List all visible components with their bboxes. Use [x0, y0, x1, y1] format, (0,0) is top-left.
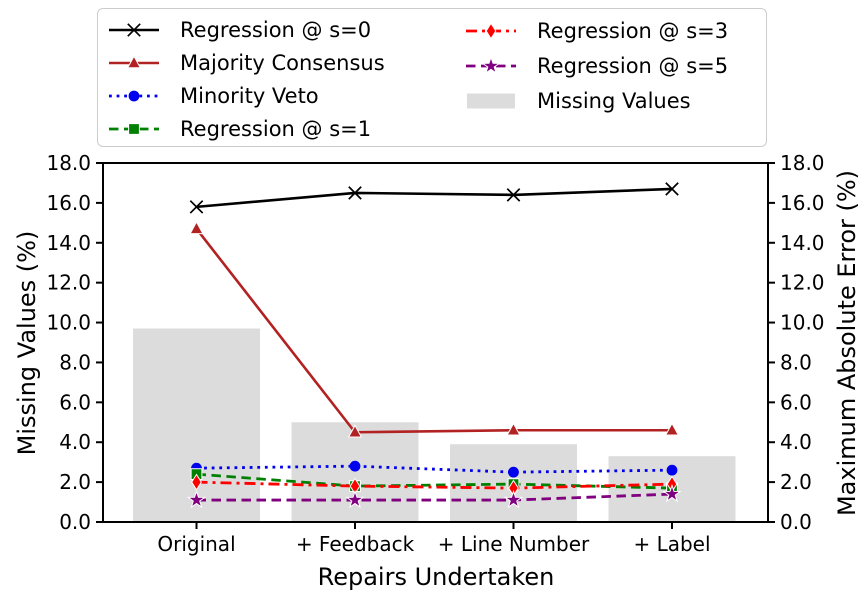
x-marker: [127, 22, 141, 37]
triangle-marker: [664, 422, 680, 436]
triangle-marker: [506, 422, 521, 436]
circle-marker: [508, 466, 519, 478]
legend-label: Regression @ s=1: [180, 117, 372, 142]
series-regression-s-0: [189, 182, 679, 214]
y-tick-label-left: 16.0: [46, 191, 91, 215]
series-regression-s-1: [190, 468, 678, 494]
diamond-marker: [191, 473, 202, 491]
legend-item-regression-s-1: Regression @ s=1: [108, 113, 465, 146]
legend-item-regression-s-5: Regression @ s=5: [465, 48, 728, 83]
star-marker: [481, 55, 501, 74]
y-tick-label-left: 2.0: [59, 470, 91, 494]
star-marker: [662, 483, 682, 503]
x-tick-label: + Label: [633, 532, 710, 556]
y-tick-label-right: 10.0: [780, 311, 825, 335]
y-tick-label-right: 8.0: [780, 350, 812, 374]
y-tick-label-right: 14.0: [780, 231, 825, 255]
diamond-marker: [485, 21, 497, 40]
triangle-marker: [126, 55, 142, 69]
star-marker: [345, 489, 365, 509]
legend-item-regression-s-0: Regression @ s=0: [108, 13, 465, 46]
y-tick-label-left: 18.0: [46, 151, 91, 175]
y-tick-label-left: 8.0: [59, 350, 91, 374]
legend-line-swatch: [109, 22, 159, 37]
square-marker: [128, 123, 140, 136]
series-minority-veto: [191, 460, 678, 478]
y-tick-label-right: 4.0: [780, 430, 812, 454]
circle-marker: [128, 90, 140, 102]
legend-item-minority-veto: Minority Veto: [108, 80, 465, 113]
y-tick-label-left: 0.0: [59, 510, 91, 534]
legend-line-swatch: [109, 123, 159, 136]
y-tick-label-left: 10.0: [46, 311, 91, 335]
star-marker: [503, 489, 524, 509]
y-tick-label-left: 14.0: [46, 231, 91, 255]
x-marker: [506, 188, 521, 202]
y-tick-label-right: 2.0: [780, 470, 812, 494]
bar-missing-values: [291, 422, 419, 522]
legend-item-majority-consensus: Majority Consensus: [108, 46, 465, 79]
x-tick-label: + Line Number: [438, 532, 590, 556]
x-marker: [348, 186, 362, 200]
x-axis-label: Repairs Undertaken: [317, 563, 555, 591]
y-tick-label-right: 16.0: [780, 191, 825, 215]
x-tick-label: Original: [157, 532, 235, 556]
y-tick-label-right: 0.0: [780, 510, 812, 534]
series-majority-consensus: [189, 220, 680, 438]
triangle-marker: [189, 220, 204, 235]
y-tick-label-right: 12.0: [780, 271, 825, 295]
legend-line-swatch: [466, 55, 516, 74]
y-axis-label-right: Maximum Absolute Error (%): [833, 169, 861, 517]
legend-item-missing-values: Missing Values: [465, 83, 728, 118]
legend-label: Majority Consensus: [180, 50, 385, 75]
series-regression-s-5: [186, 483, 682, 509]
circle-marker: [349, 460, 361, 472]
x-marker: [665, 182, 679, 196]
legend-line-swatch: [466, 21, 516, 40]
circle-marker: [666, 464, 678, 476]
legend-label: Minority Veto: [180, 84, 319, 109]
x-tick-label: + Feedback: [296, 532, 415, 556]
triangle-marker: [347, 424, 363, 438]
y-tick-label-right: 18.0: [780, 151, 825, 175]
y-tick-label-left: 12.0: [46, 271, 91, 295]
missing-values-bars: [133, 328, 736, 522]
y-axis-label-left: Missing Values (%): [13, 230, 41, 456]
legend-line-swatch: [109, 55, 159, 69]
x-marker: [189, 200, 204, 214]
axes: 0.0 0.0 2.0 2.0 4.0 4.0 6.0 6.0 8.0 8.0 10.0 10.0 12…: [46, 151, 824, 556]
star-marker: [186, 489, 207, 509]
y-tick-label-left: 4.0: [59, 430, 91, 454]
legend-label: Regression @ s=0: [180, 17, 372, 42]
legend-label: Missing Values: [537, 88, 691, 113]
legend-line-swatch: [109, 90, 159, 102]
legend-label: Regression @ s=5: [537, 53, 729, 78]
legend-item-regression-s-3: Regression @ s=3: [465, 13, 728, 48]
y-tick-label-left: 6.0: [59, 390, 91, 414]
y-tick-label-right: 6.0: [780, 390, 812, 414]
legend-patch-swatch: [467, 93, 515, 108]
legend-label: Regression @ s=3: [537, 18, 729, 43]
